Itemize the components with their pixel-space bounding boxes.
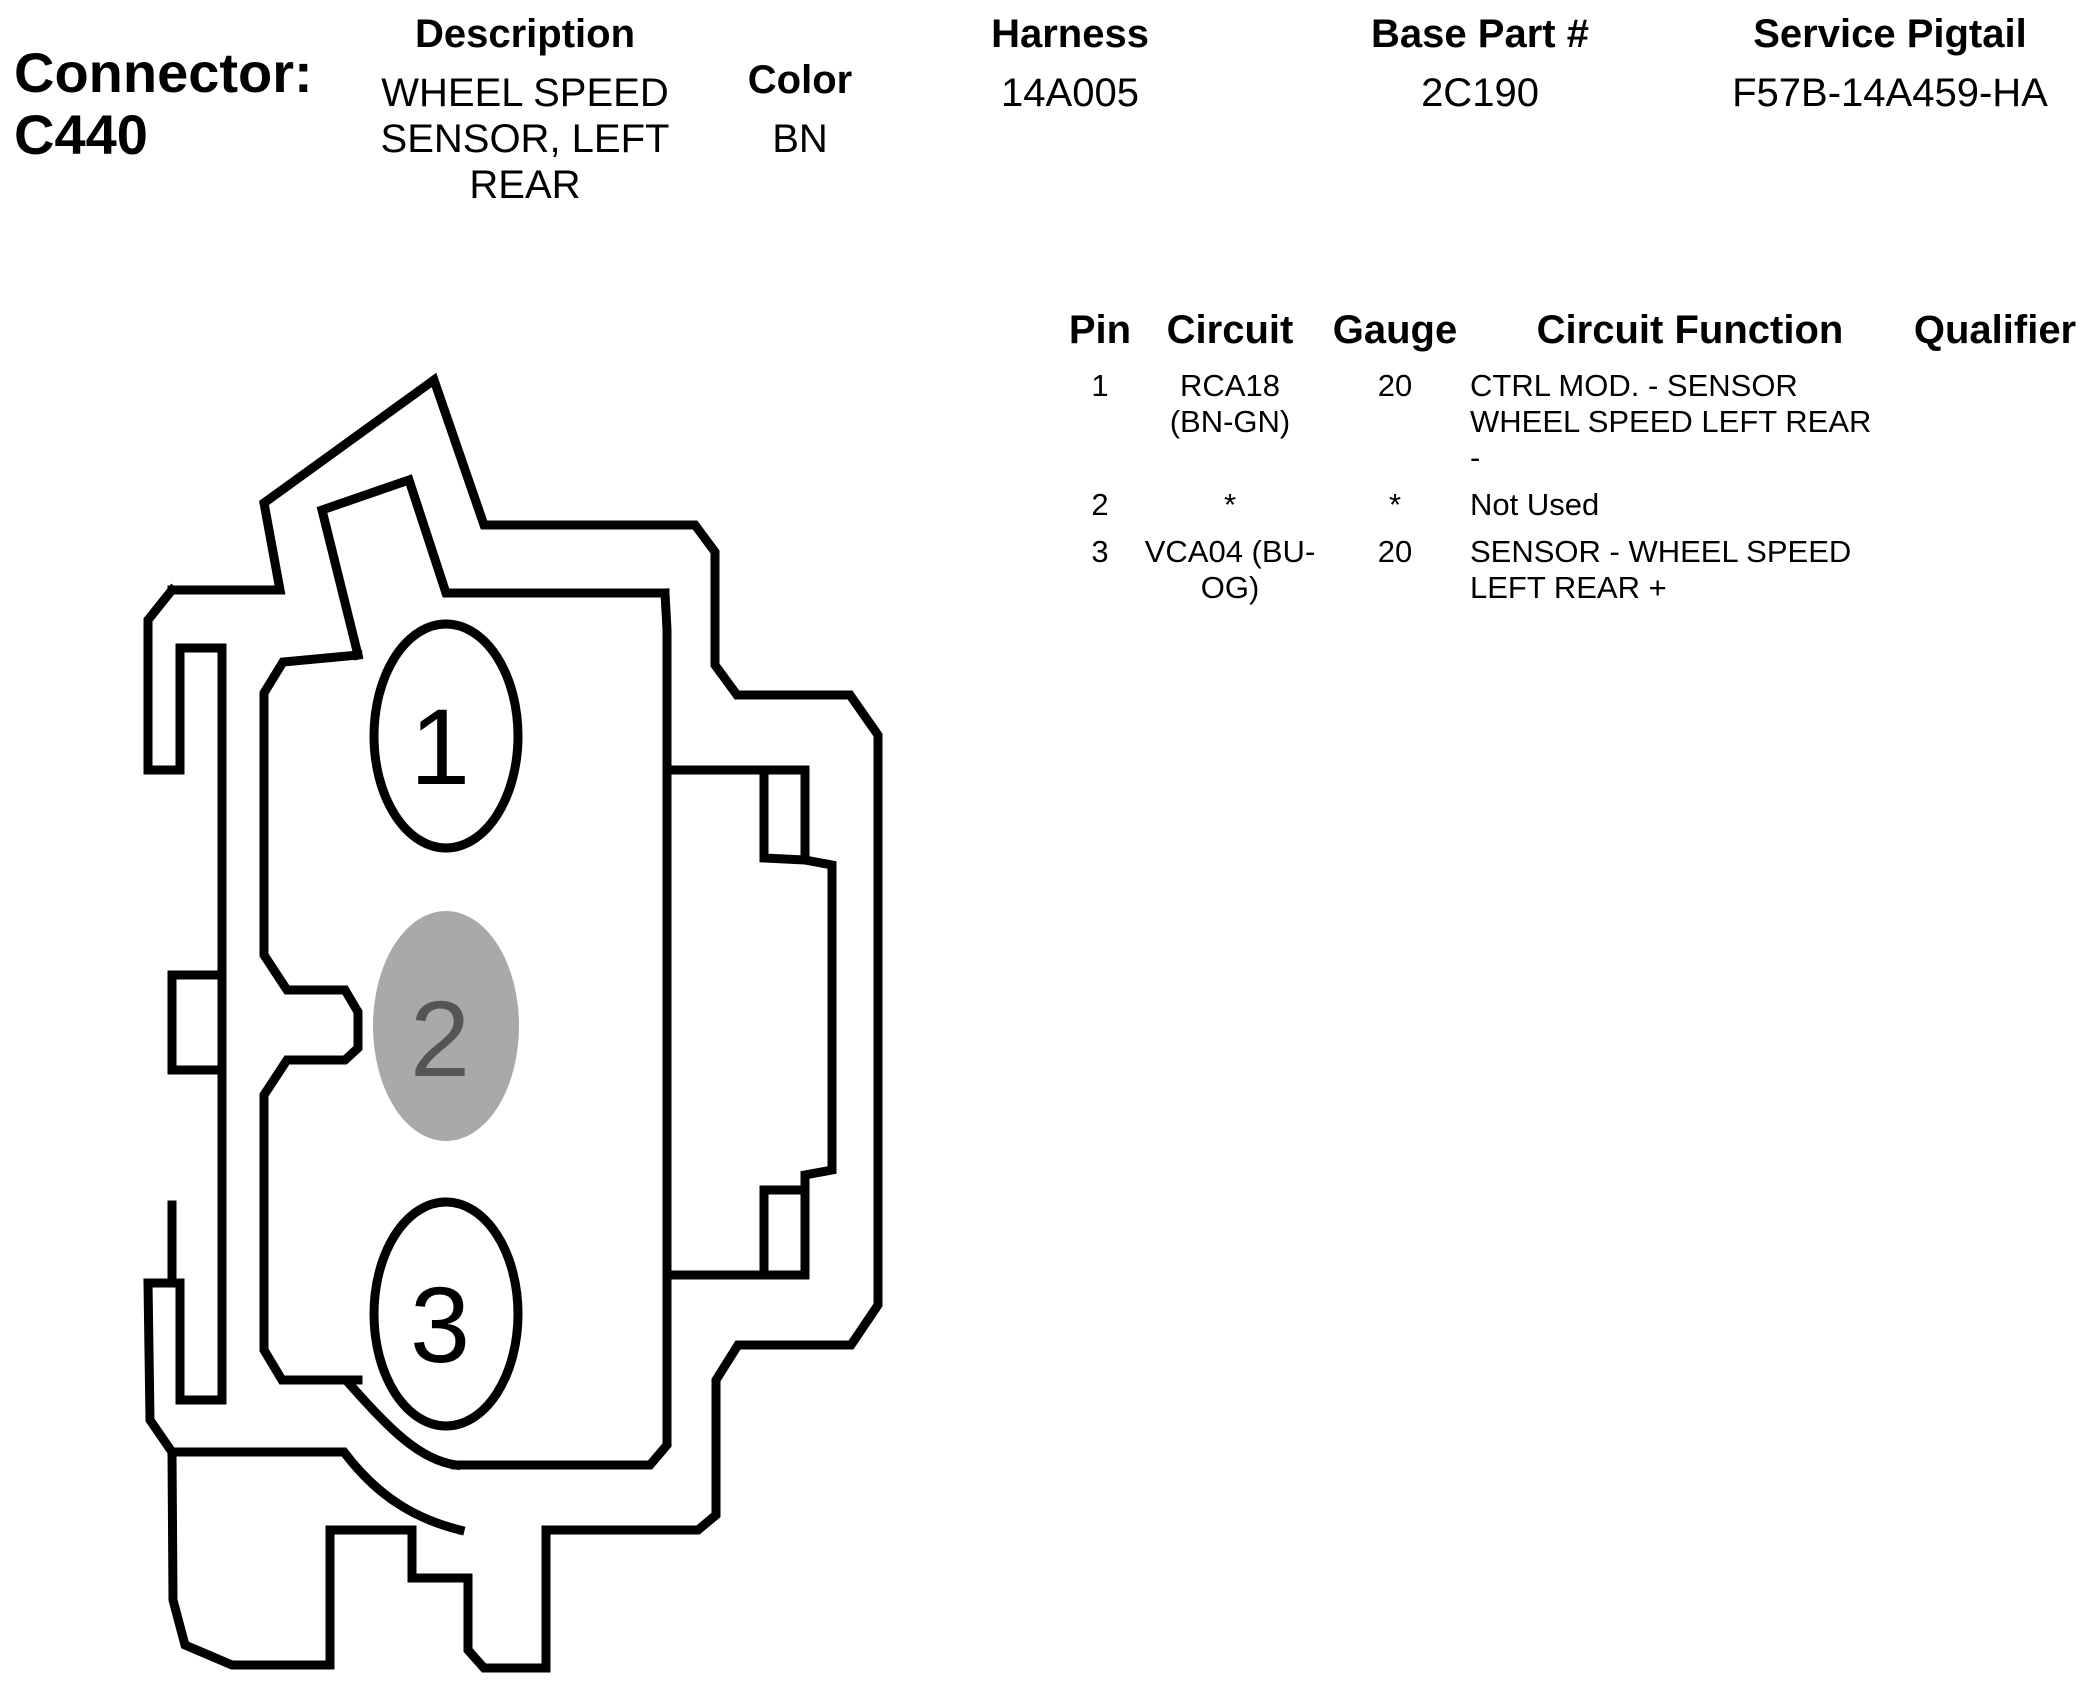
gauge-cell: 20 <box>1377 368 1413 403</box>
gauge-cell: 20 <box>1377 534 1413 569</box>
service-pigtail-header: Service Pigtail <box>1753 12 2027 56</box>
gauge-cell: * <box>1388 487 1402 522</box>
function-cell: Not Used <box>1470 487 1600 522</box>
harness-header: Harness <box>991 12 1149 56</box>
latch-top <box>143 583 227 775</box>
pin-1-label: 1 <box>410 686 470 807</box>
pin-column-header: Pin <box>1068 308 1132 352</box>
pin-cell: 1 <box>1091 368 1109 403</box>
pin-3-cavity <box>369 1197 523 1431</box>
base-part-value: 2C190 <box>1421 71 1539 115</box>
right-lock <box>662 765 837 1280</box>
pin-2-cavity <box>373 911 519 1141</box>
pin-1-cavity <box>369 619 523 853</box>
circuit-cell: VCA04 (BU-OG) <box>1144 534 1316 605</box>
side-tab <box>167 970 227 1075</box>
pin-3-label: 3 <box>410 1264 470 1385</box>
color-header: Color <box>747 58 853 102</box>
inner-cavity <box>259 474 672 1470</box>
service-pigtail-value: F57B-14A459-HA <box>1732 71 2048 115</box>
circuit-cell: RCA18 (BN-GN) <box>1169 368 1291 439</box>
housing-outline <box>143 372 883 1673</box>
pin-cell: 2 <box>1091 487 1109 522</box>
base-part-header: Base Part # <box>1371 12 1589 56</box>
connector-title: Connector: C440 <box>14 42 313 166</box>
circuit-function-column-header: Circuit Function <box>1536 308 1844 352</box>
circuit-cell: * <box>1223 487 1237 522</box>
color-value: BN <box>772 117 828 161</box>
latch-rail <box>175 643 227 1405</box>
description-header: Description <box>414 12 636 56</box>
pin-cell: 3 <box>1091 534 1109 569</box>
pin-2-label: 2 <box>410 978 470 1099</box>
harness-value: 14A005 <box>1001 71 1139 115</box>
connector-label: Connector: <box>14 41 313 104</box>
connector-id: C440 <box>14 103 148 166</box>
circuit-column-header: Circuit <box>1166 308 1294 352</box>
inner-bottom <box>336 1375 462 1471</box>
description-value: WHEEL SPEED SENSOR, LEFT REAR <box>380 71 670 207</box>
bottom-skirt <box>167 1447 466 1536</box>
pin-cavities: 1 2 3 <box>369 619 523 1431</box>
function-cell: SENSOR - WHEEL SPEED LEFT REAR + <box>1470 534 1852 605</box>
gauge-column-header: Gauge <box>1332 308 1458 352</box>
function-cell: CTRL MOD. - SENSOR WHEEL SPEED LEFT REAR… <box>1470 368 1872 475</box>
qualifier-column-header: Qualifier <box>1913 308 2077 352</box>
